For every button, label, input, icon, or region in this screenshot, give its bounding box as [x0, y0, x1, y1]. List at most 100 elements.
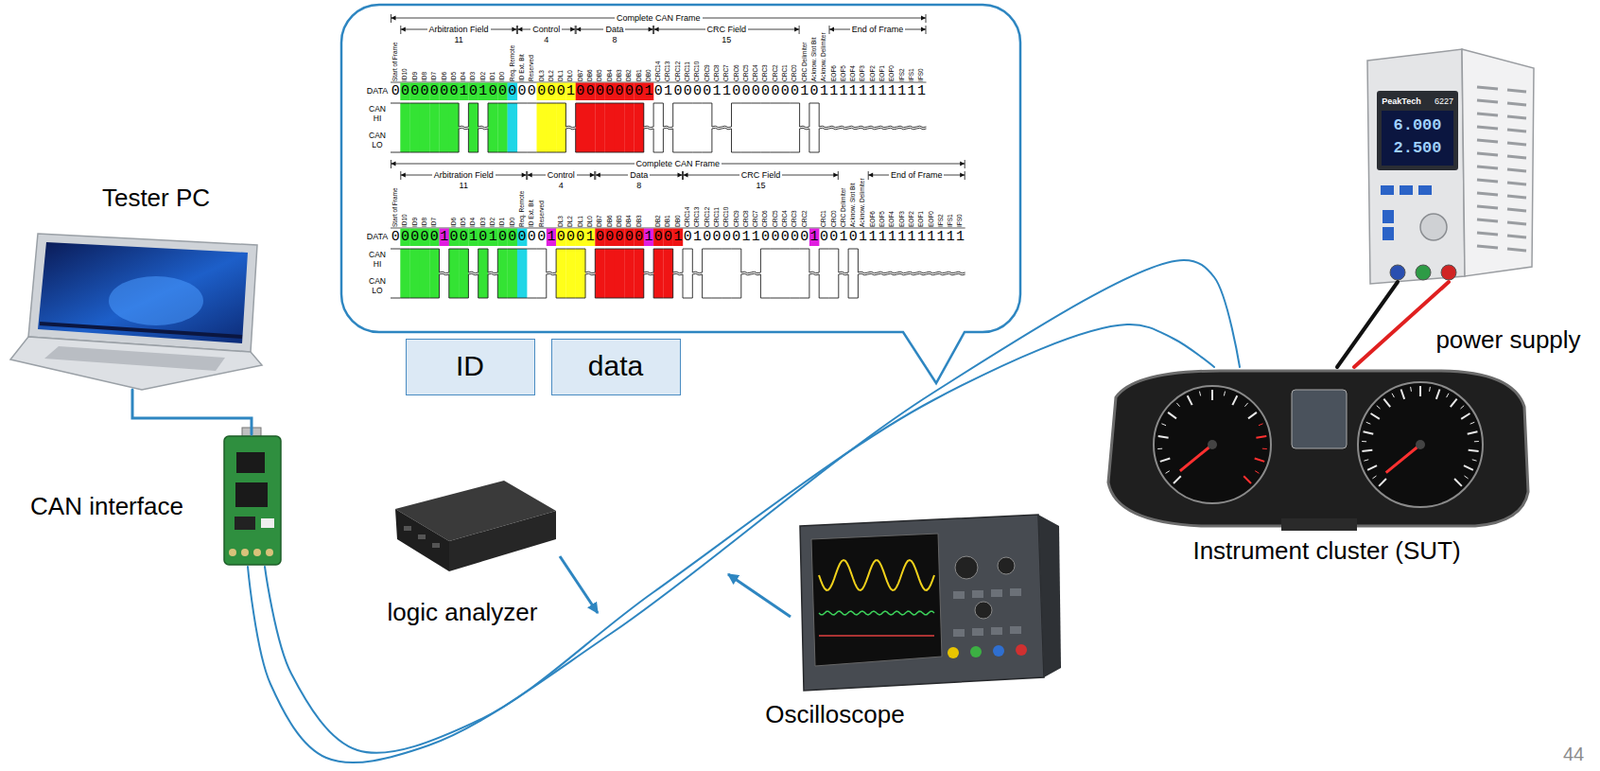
dominant-fill: [507, 103, 519, 153]
device-node: Tester PC: [10, 232, 262, 390]
dominant-fill: [497, 248, 508, 298]
can-frame-graphic: [390, 14, 927, 153]
bracket-arrowhead: [654, 27, 660, 33]
bit-values: 0000010010100000100010000010010100001100…: [391, 227, 967, 246]
bit-name: ID5: [458, 217, 469, 227]
speedometer: [1357, 382, 1483, 507]
bracket-arrowhead: [511, 27, 517, 33]
bit-count: 4: [558, 180, 564, 191]
bit-name: EOF2: [906, 210, 917, 227]
bit-name: ID9: [410, 71, 420, 82]
bit-name: EOF5: [877, 210, 887, 227]
field-box: ID: [405, 338, 536, 396]
chip: [234, 516, 256, 530]
terminal: [1415, 264, 1431, 280]
bracket-tick: [964, 159, 966, 169]
port: [417, 534, 426, 540]
bit-name: DB5: [614, 214, 625, 227]
gauge-tick: [1463, 475, 1468, 479]
dominant-fill: [614, 248, 626, 298]
bit-name: DL0: [585, 215, 595, 227]
bit-name: DB7: [594, 214, 605, 227]
dominant-fill: [556, 248, 567, 298]
device-label: Tester PC: [102, 184, 210, 213]
bit-name: CRC14: [653, 61, 663, 82]
dominant-fill: [575, 248, 587, 298]
brand-text: PeakTech: [1381, 96, 1421, 106]
bit-count: 15: [721, 34, 731, 45]
bit-name: ID Ext. Bit: [517, 53, 527, 82]
dominant-fill: [605, 248, 616, 298]
bracket-arrowhead: [400, 173, 406, 178]
bracket-tick: [799, 25, 800, 35]
bit-name: Acknow. Slot Bit: [809, 36, 819, 82]
supply-front: [1367, 49, 1465, 284]
bit-name: CRC9: [731, 209, 742, 227]
field-name: CRC Field: [705, 24, 749, 35]
gauge-tick: [1173, 475, 1182, 484]
gauge-tick: [1255, 435, 1267, 438]
bit-name: ID9: [410, 217, 420, 227]
bit-name: CRC11: [712, 207, 722, 227]
bit-name: CRC2: [770, 64, 781, 82]
bracket-tick: [868, 171, 870, 180]
bit-name: Req. Remote: [507, 45, 518, 82]
bracket-arrowhead: [868, 173, 873, 178]
bracket-arrowhead: [921, 16, 926, 21]
analyzer-front: [395, 508, 450, 572]
scope-body: [800, 514, 1044, 691]
pad: [241, 548, 249, 557]
gauge-tick: [1372, 475, 1376, 479]
gauge-hub: [1415, 439, 1426, 450]
bit-name: IFS1: [906, 68, 917, 82]
bracket-tick: [400, 25, 401, 35]
dominant-fill: [546, 103, 557, 153]
gauge-tick: [1468, 450, 1479, 452]
laptop-base: [10, 336, 262, 390]
dominant-fill: [556, 103, 567, 153]
can-hi-trace: [390, 103, 927, 128]
device-label: Instrument cluster (SUT): [1192, 537, 1461, 566]
bit-name: ID6: [449, 217, 459, 227]
bit-name: Reserved: [537, 200, 547, 227]
bracket-tick: [653, 25, 655, 35]
vent-slot: [1477, 166, 1498, 169]
screen-glow: [108, 276, 204, 326]
device-label: Oscilloscope: [765, 700, 905, 730]
vent-slot: [1477, 86, 1498, 89]
button: [1399, 185, 1413, 195]
dominant-fill: [537, 103, 548, 153]
bit-name: IFS0: [916, 68, 926, 82]
dominant-fill: [624, 248, 635, 298]
display-reading: 6.000: [1392, 116, 1442, 136]
bracket-tick: [925, 25, 927, 35]
bit-name: EOF6: [868, 210, 878, 227]
bit-name: DB0: [643, 69, 654, 82]
usb-port: [1382, 209, 1394, 224]
bit-name: CRC0: [789, 64, 800, 82]
bit-count: 8: [611, 34, 617, 45]
laptop-screen: [37, 242, 248, 344]
cluster-mount: [1281, 518, 1357, 531]
device-node: logic analyzer: [392, 479, 557, 573]
gauge-tick: [1419, 385, 1422, 397]
gauge-tick: [1463, 465, 1474, 470]
bracket-arrowhead: [590, 173, 595, 178]
bracket-arrowhead: [678, 173, 683, 178]
scope-button: [1009, 626, 1022, 634]
power-wire: [1354, 281, 1449, 367]
gauge-tick: [1262, 448, 1268, 450]
can-lo-trace: [390, 127, 927, 153]
knob: [955, 556, 978, 579]
terminal: [1390, 264, 1406, 280]
bit-name: ID4: [458, 71, 469, 82]
vent-slot: [1507, 208, 1527, 211]
dominant-fill: [594, 248, 606, 298]
bit-name: CRC6: [731, 64, 742, 82]
vent-slot: [1507, 129, 1527, 132]
laptop-lid: [28, 233, 258, 352]
bit-name: CRC7: [721, 64, 731, 82]
bit-name: ID5: [449, 71, 459, 82]
